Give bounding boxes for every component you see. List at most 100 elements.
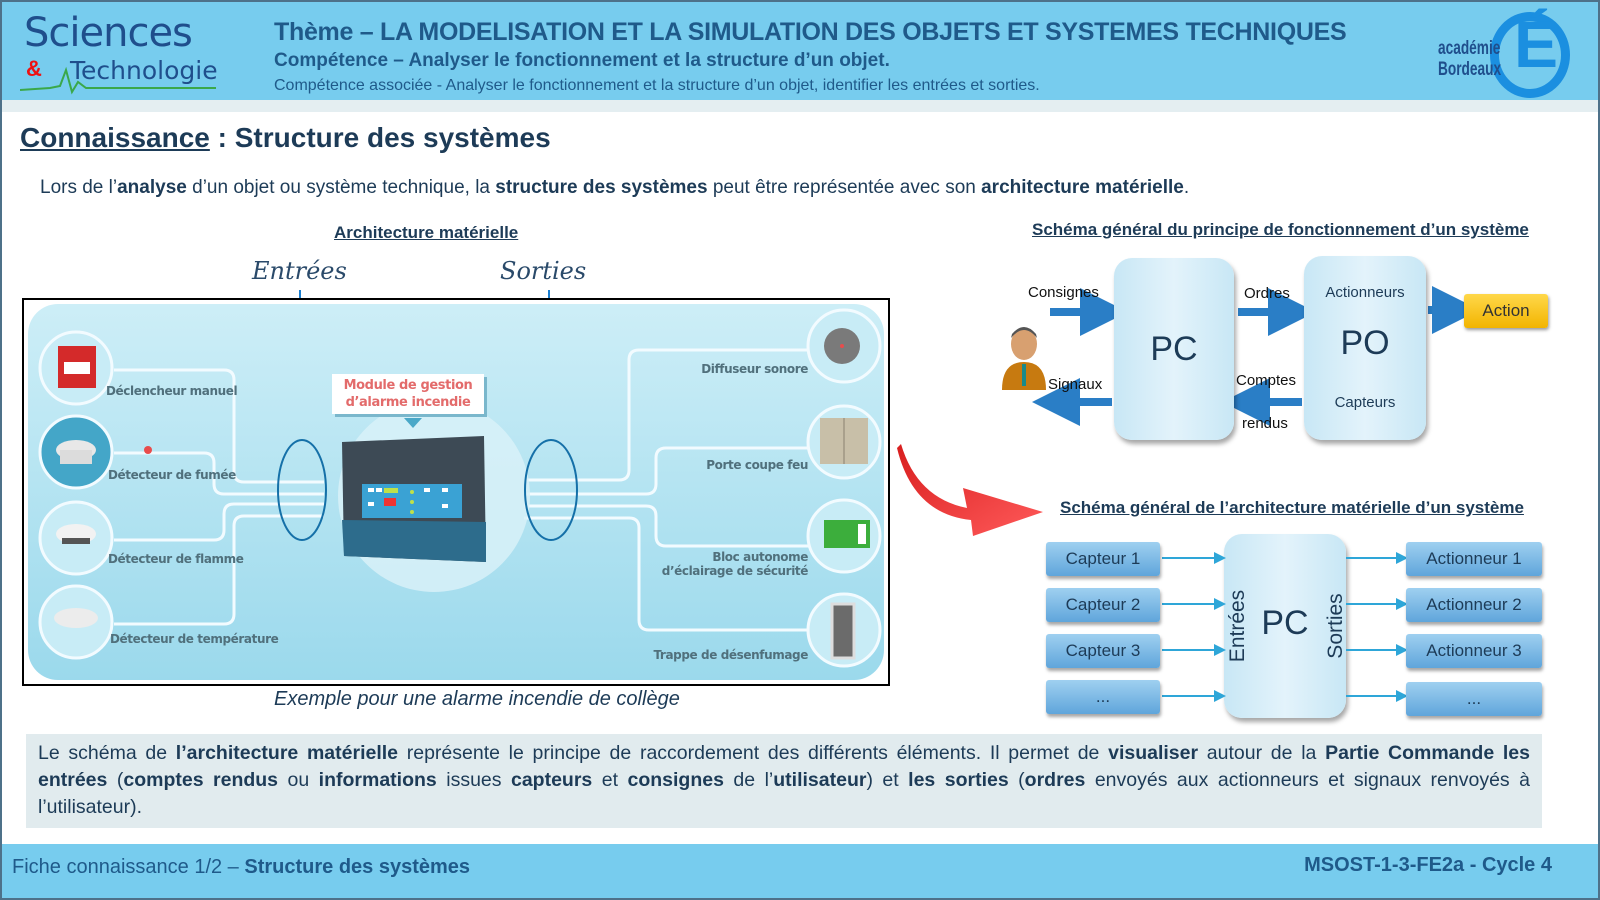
ordres-label: Ordres [1244,285,1290,302]
sciences-technologie-logo: Sciences & Technologie [20,10,220,96]
sorties-handwritten-label: Sorties [500,257,587,285]
input-label: Déclencheur manuel [106,384,238,398]
logo-sciences-text: Sciences [24,10,193,56]
sorties-ellipse [524,439,578,541]
capteur-box: Capteur 2 [1046,588,1160,622]
footer-banner: Fiche connaissance 1/2 – Structure des s… [2,844,1598,898]
summary-bold: les sorties [908,769,1009,791]
footer-bold-title: Structure des systèmes [244,856,471,878]
summary-bold: capteurs [510,769,593,791]
comptes-label: Comptes [1236,372,1297,389]
summary-bold: ordres [1024,769,1086,791]
actionneur-box: Actionneur 1 [1406,542,1542,576]
summary-text: de l’ [723,769,774,791]
figure-caption: Exemple pour une alarme incendie de coll… [274,688,680,710]
module-label-line2: d’alarme incendie [345,395,471,410]
intro-text: d’un objet ou système technique, la [186,177,496,198]
title-underlined: Connaissance [20,122,210,153]
input-label: Détecteur de flamme [108,552,244,566]
fire-alarm-diagram [38,308,882,668]
summary-text: Le schéma de [38,742,176,764]
title-rest: : Structure des systèmes [209,122,551,153]
footer-reference: MSOST-1-3-FE2a - Cycle 4 [1304,854,1552,876]
actionneur-box: ... [1406,682,1542,716]
header-divider [2,100,1598,112]
heat-detector-icon [54,608,98,628]
summary-bold: informations [318,769,437,791]
summary-text: ou [278,769,319,791]
output-label: Porte coupe feu [706,458,808,472]
pc-block: PC [1114,258,1234,440]
theme-title: Thème – LA MODELISATION ET LA SIMULATION… [274,18,1347,46]
capteur-box: ... [1046,680,1160,714]
summary-bold: consignes [627,769,724,791]
summary-text: autour de la [1198,742,1326,764]
capteur-box: Capteur 1 [1046,542,1160,576]
academie-e-glyph: É [1514,7,1559,81]
output-label-line1: Bloc autonome [712,550,808,564]
intro-bold: structure des systèmes [495,177,708,198]
architecture-arrows [1162,552,1408,702]
academie-line1: académie [1438,38,1501,59]
summary-text: ) et [866,769,909,791]
footer-prefix: Fiche connaissance 1/2 – [12,856,245,878]
summary-box: Le schéma de l’architecture matérielle r… [26,734,1542,828]
intro-bold: analyse [117,177,187,198]
po-capteurs-label: Capteurs [1334,394,1396,411]
academie-bordeaux-logo: É académie Bordeaux [1432,6,1582,100]
po-block: Actionneurs PO Capteurs [1304,256,1426,440]
summary-bold: utilisateur [773,769,867,791]
input-label: Détecteur de température [110,632,279,646]
signaux-label: Signaux [1048,376,1103,393]
intro-text: . [1183,177,1190,198]
output-label-line2: d’éclairage de sécurité [661,564,809,578]
summary-bold: comptes rendus [123,769,279,791]
logo-technologie-text: Technologie [70,56,218,85]
user-avatar-icon [1002,327,1046,390]
intro-text: peut être représentée avec son [707,177,982,198]
academie-e-circle-icon [1490,12,1570,98]
fonctionnement-arrows [1032,286,1472,426]
summary-bold: visualiser [1108,742,1199,764]
pc-architecture-label: PC [1261,604,1309,642]
input-label: Détecteur de fumée [108,468,236,482]
logo-ampersand: & [26,56,42,81]
action-box: Action [1464,294,1548,328]
page-title: Connaissance : Structure des systèmes [20,122,551,154]
summary-bold: Partie Commande les entrées [38,742,1530,791]
summary-text: et [592,769,628,791]
summary-text: représente le principe de raccordement d… [398,742,1109,764]
header-banner: Sciences & Technologie Thème – LA MODELI… [2,2,1598,100]
summary-bold: l’architecture matérielle [175,742,399,764]
output-label: Trappe de désenfumage [653,648,808,662]
footer-sheet-title: Fiche connaissance 1/2 – Structure des s… [12,856,470,879]
academie-line2: Bordeaux [1438,59,1502,80]
actionneur-box: Actionneur 2 [1406,588,1542,622]
alarm-panel-icon [342,436,486,562]
schema-architecture-title: Schéma général de l’architecture matérie… [1060,498,1524,517]
rendus-label: rendus [1242,415,1288,432]
heartbeat-wave-icon [20,66,216,95]
intro-bold: architecture matérielle [981,177,1184,198]
intro-text: Lors de l’ [40,177,118,198]
schema-fonctionnement-title: Schéma général du principe de fonctionne… [1032,220,1529,239]
pc-architecture-block: PC [1224,534,1346,718]
po-label: PO [1340,324,1390,362]
competence-title: Compétence – Analyser le fonctionnement … [274,50,890,71]
entrees-ellipse [277,439,327,541]
smoke-vent-icon [830,602,856,660]
pc-label: PC [1150,330,1198,368]
red-curved-arrow-icon [897,444,1043,536]
module-label: Module de gestion d’alarme incendie [332,374,484,414]
actionneur-box: Actionneur 3 [1406,634,1542,668]
summary-text: envoyés aux actionneurs et signaux renvo… [38,769,1530,818]
signal-dot [144,446,152,454]
architecture-title: Architecture matérielle [334,223,519,242]
capteur-box: Capteur 3 [1046,634,1160,668]
po-actionneurs-label: Actionneurs [1325,284,1405,301]
summary-text: ( [1008,769,1025,791]
output-label: Bloc autonome d’éclairage de sécurité [661,550,809,578]
summary-text: ( [107,769,124,791]
consignes-label: Consignes [1028,284,1099,301]
